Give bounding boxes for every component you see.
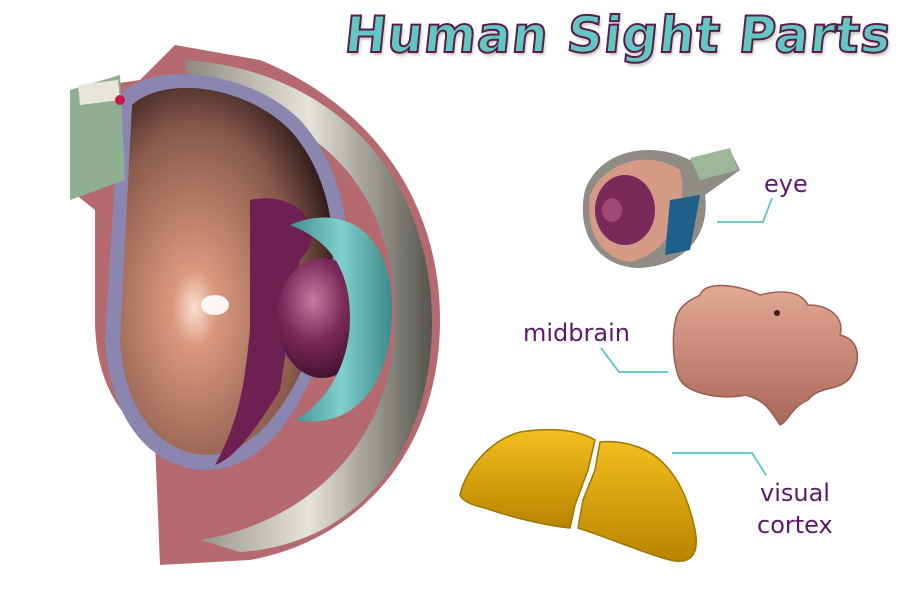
visual-cortex-shape xyxy=(459,428,697,562)
label-cortex: cortex xyxy=(757,511,833,539)
midbrain-shape xyxy=(672,284,859,426)
lens xyxy=(277,258,367,378)
eye-small xyxy=(582,148,740,268)
label-midbrain: midbrain xyxy=(523,319,630,347)
iris xyxy=(290,217,393,422)
eye-cross-section-large xyxy=(70,45,440,565)
midbrain-leader-line xyxy=(600,347,668,373)
visual-cortex-leader-line xyxy=(672,452,767,476)
label-visual: visual xyxy=(760,479,830,507)
label-eye: eye xyxy=(764,170,808,198)
eye-leader-line xyxy=(717,197,773,223)
